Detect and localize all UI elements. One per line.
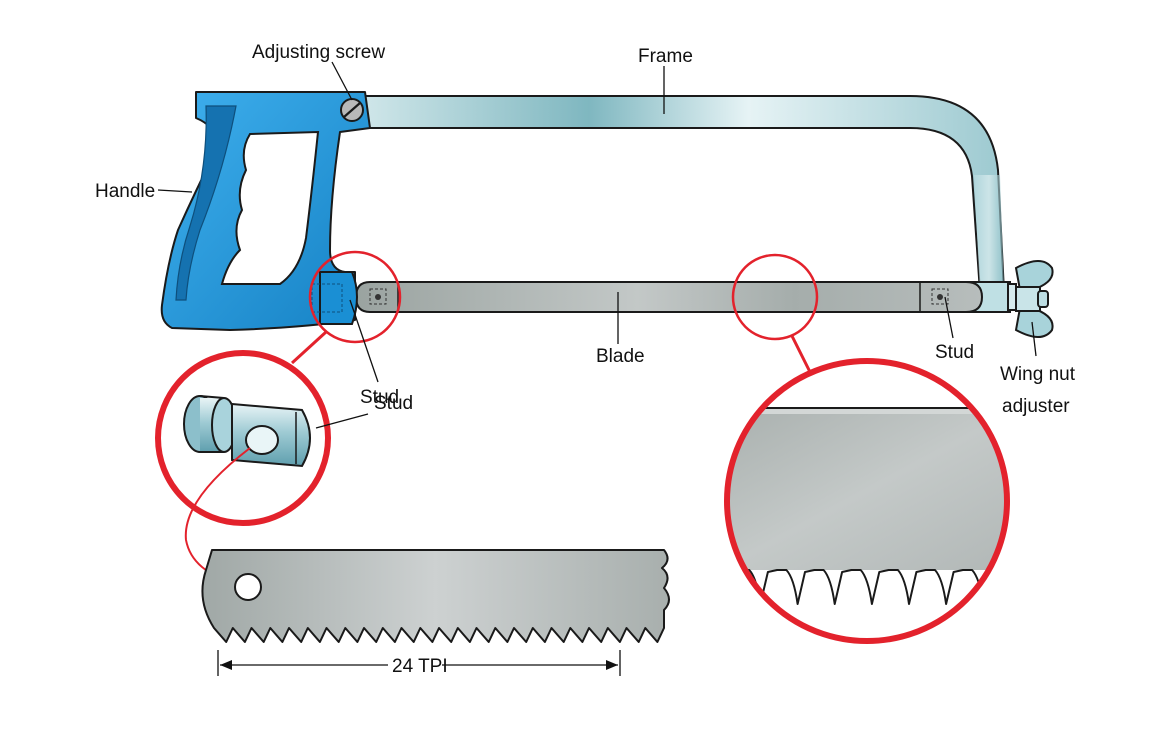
highlight-circle-blade	[731, 253, 819, 341]
handle	[160, 91, 371, 331]
connector-stud	[290, 330, 328, 365]
label-frame: Frame	[638, 46, 693, 67]
label-stud-detail: Stud	[374, 393, 413, 414]
stud-icon	[183, 395, 311, 468]
saw-blade	[354, 281, 984, 313]
adjusting-screw-icon	[340, 98, 364, 122]
frame	[364, 95, 1017, 313]
stud-detail	[155, 350, 331, 526]
label-stud-left: Stud	[360, 387, 399, 408]
blade-detail	[201, 549, 670, 643]
label-wing-nut-line2: adjuster	[1002, 396, 1070, 417]
label-stud-right: Stud	[935, 342, 974, 363]
label-adjusting-screw: Adjusting screw	[252, 42, 385, 63]
label-blade: Blade	[596, 346, 645, 367]
blade-zoom-detail	[724, 358, 1010, 644]
connector-blade	[790, 335, 814, 377]
label-handle: Handle	[95, 181, 155, 202]
tpi-dimension	[217, 650, 621, 676]
leader-lines	[157, 61, 1037, 429]
blade-pin-hole	[234, 573, 262, 601]
highlight-circle-stud	[308, 250, 402, 344]
blade-cross-section	[201, 549, 670, 643]
label-wing-nut-line1: Wing nut	[1000, 364, 1076, 385]
label-tpi: 24 TPI	[392, 656, 448, 677]
wing-nut-icon	[1014, 260, 1054, 338]
